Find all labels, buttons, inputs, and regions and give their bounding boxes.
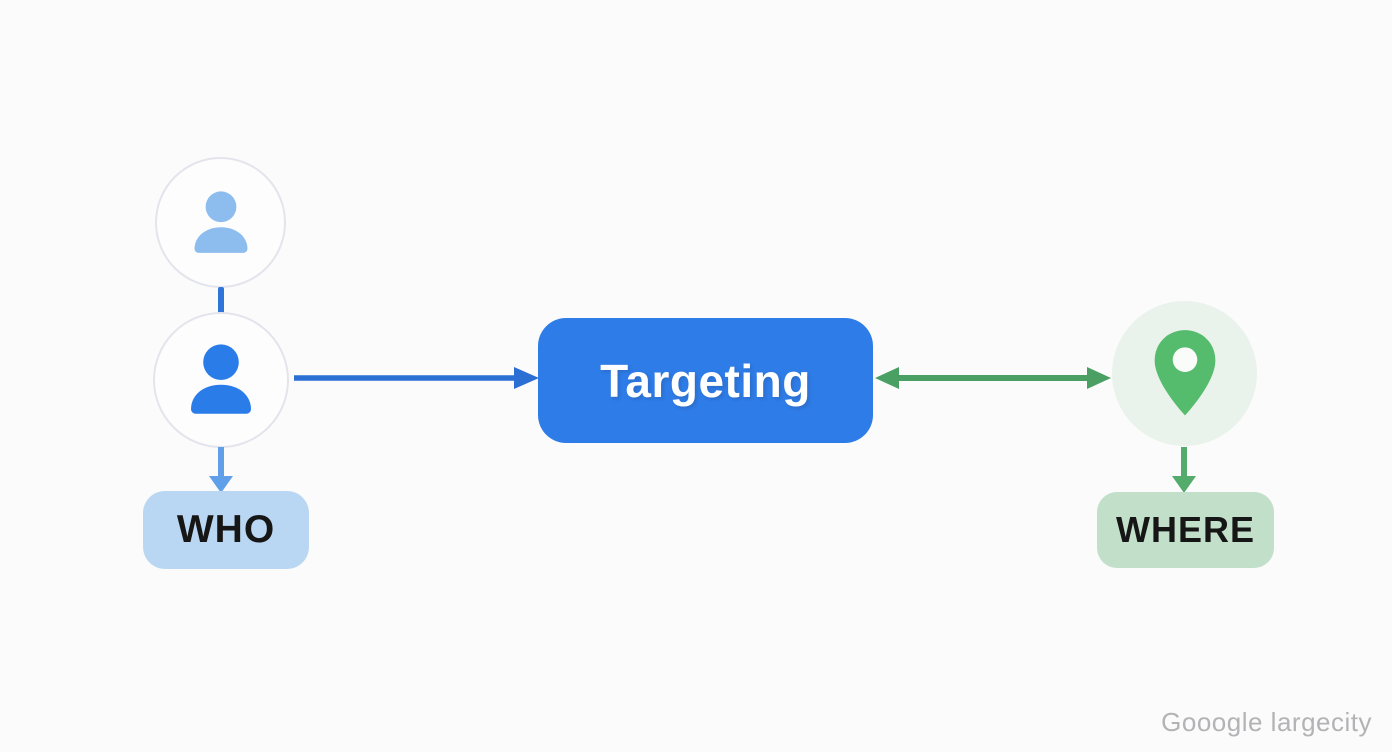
location-circle [1112, 301, 1257, 446]
person-icon [194, 190, 247, 253]
watermark-text: Gooogle largecity [1161, 707, 1372, 737]
down-arrow-icon [1172, 447, 1196, 493]
targeting-node: Targeting [538, 318, 873, 443]
who-label: WHO [176, 508, 276, 551]
where-label-box: WHERE [1097, 492, 1274, 568]
who-label-box: WHO [143, 491, 309, 569]
location-pin-icon [1154, 329, 1215, 415]
person-link-line [218, 287, 224, 314]
person-icon [191, 344, 251, 414]
down-arrow-icon [209, 447, 233, 493]
where-label: WHERE [1116, 509, 1255, 550]
targeting-label: Targeting [600, 354, 811, 407]
audience-circle-secondary [155, 157, 286, 288]
right-arrow-icon [294, 367, 539, 389]
double-arrow-icon [875, 367, 1111, 389]
audience-circle-primary [153, 312, 289, 448]
